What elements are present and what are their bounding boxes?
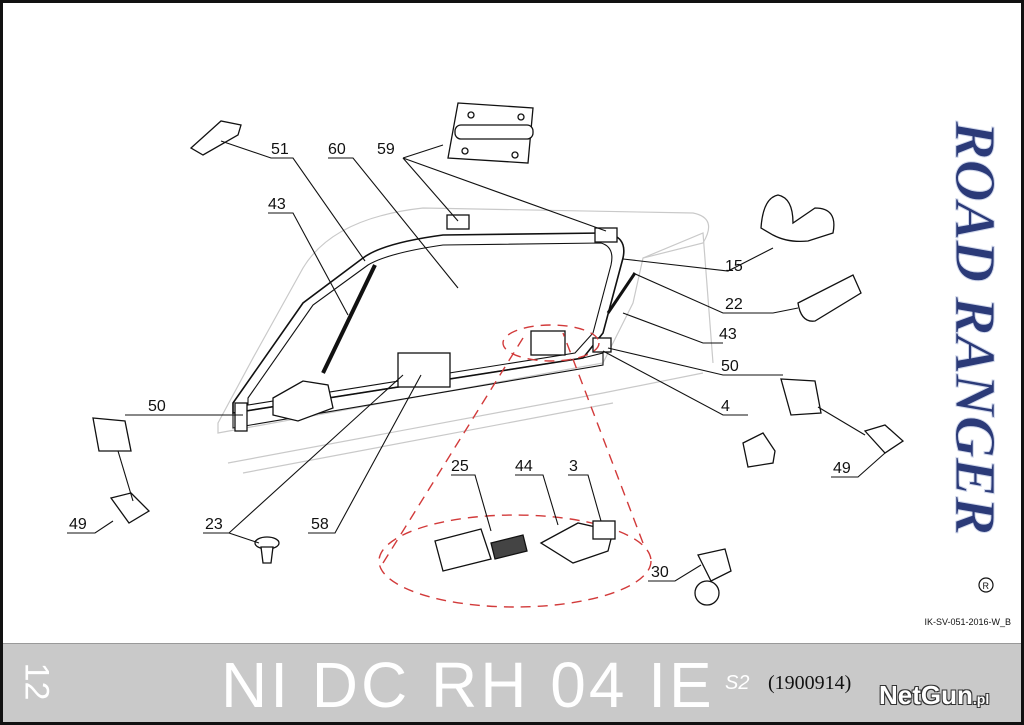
callout-59: 59 — [377, 141, 395, 158]
bracket-part-4 — [742, 432, 776, 468]
callout-43-right: 43 — [719, 326, 737, 343]
callout-labels: 51 60 59 43 15 22 43 50 4 49 50 49 23 58… — [69, 141, 851, 581]
netgun-logo: NetGun.pl — [879, 680, 989, 711]
panel-detail — [530, 330, 566, 356]
cap-part-50-left — [92, 417, 132, 452]
pad-part-49-right — [863, 424, 905, 454]
callout-4: 4 — [721, 398, 730, 415]
netgun-logo-main: NetGun — [879, 680, 973, 710]
callout-49-left: 49 — [69, 516, 87, 533]
road-ranger-logo: ROAD RANGER R — [943, 120, 1008, 593]
page-number: 12 — [17, 662, 56, 701]
rivet-part-23 — [254, 536, 280, 564]
callout-22: 22 — [725, 296, 743, 313]
bracket-part-22 — [797, 274, 862, 322]
hinge-mount-right — [594, 227, 618, 243]
vehicle-outline — [217, 207, 714, 474]
callout-58: 58 — [311, 516, 329, 533]
callout-49-right: 49 — [833, 460, 851, 477]
document-number: (1900914) — [768, 672, 852, 694]
detail-zoom — [378, 324, 732, 608]
footer-bar: 12 NI DC RH 04 IE S2 (1900914) NetGun.pl — [3, 643, 1021, 722]
cap-part-50-right — [780, 378, 822, 416]
seal-part-15 — [760, 194, 835, 243]
canopy-frame — [232, 214, 637, 432]
callout-50-left: 50 — [148, 398, 166, 415]
hinge-part-59 — [447, 102, 534, 164]
exploded-parts-diagram: 51 60 59 43 15 22 43 50 4 49 50 49 23 58… — [67, 102, 905, 608]
series-label: S2 — [725, 672, 750, 694]
callout-50-right: 50 — [721, 358, 739, 375]
registered-mark-icon — [978, 577, 994, 593]
clip-part-51 — [189, 120, 242, 156]
sticker-panel-58 — [397, 352, 451, 388]
switch-part-25 — [434, 528, 492, 572]
hinge-mount-left — [446, 214, 470, 230]
callout-23: 23 — [205, 516, 223, 533]
callout-3: 3 — [569, 458, 578, 475]
pad-part-49-left — [109, 492, 151, 524]
callout-25: 25 — [451, 458, 469, 475]
callout-43-left: 43 — [268, 196, 286, 213]
clip-part-30 — [697, 548, 732, 582]
document-reference: IK-SV-051-2016-W_B — [924, 617, 1011, 627]
brand-name: ROAD RANGER — [943, 120, 1008, 535]
leader-lines — [67, 140, 886, 582]
svg-text:R: R — [983, 581, 990, 591]
model-code: NI DC RH 04 IE — [221, 649, 715, 721]
callout-51: 51 — [271, 141, 289, 158]
callout-15: 15 — [725, 258, 743, 275]
block-part-3 — [592, 520, 616, 540]
callout-30: 30 — [651, 564, 669, 581]
callout-44: 44 — [515, 458, 533, 475]
callout-60: 60 — [328, 141, 346, 158]
netgun-logo-tld: .pl — [972, 691, 990, 707]
